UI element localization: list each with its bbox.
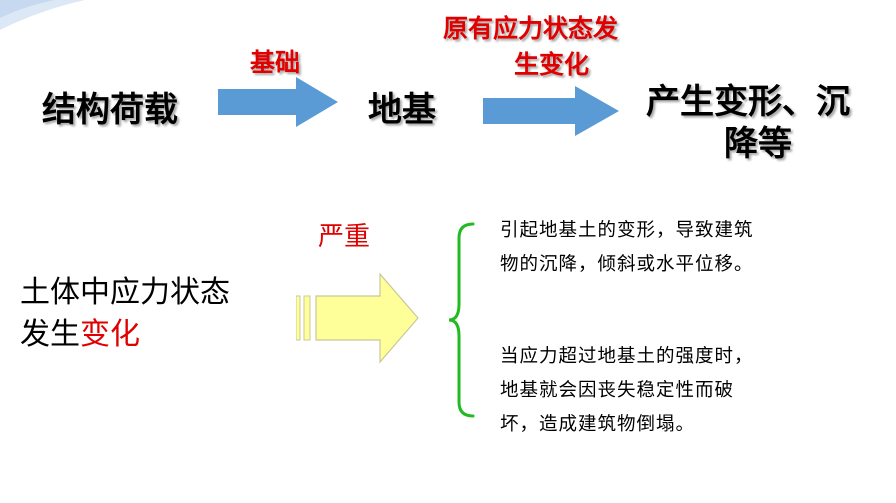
- node-deformation-line1: 产生变形、沉: [646, 82, 850, 122]
- severity-label: 严重: [318, 222, 371, 252]
- striped-arrow-right-icon: [296, 272, 419, 364]
- node-structural-load: 结构荷载: [42, 90, 178, 130]
- stress-change-line1: 土体中应力状态: [20, 275, 230, 310]
- stress-change-red: 变化: [80, 317, 140, 352]
- node-foundation-soil: 地基: [368, 90, 436, 130]
- arrow-right-icon: [218, 77, 338, 127]
- curly-brace-icon: [448, 222, 475, 418]
- arrow1-label: 基础: [250, 48, 301, 77]
- node-deformation-line2: 降等: [724, 124, 792, 164]
- result2-line2: 地基就会因丧失稳定性而破: [500, 380, 735, 401]
- stress-change-line2: 发生变化: [20, 314, 140, 356]
- arrow2-label-line1: 原有应力状态发: [443, 14, 619, 43]
- stress-change-plain: 发生: [20, 317, 80, 352]
- corner-decoration: [0, 0, 85, 30]
- result1-line2: 物的沉降，倾斜或水平位移。: [500, 254, 754, 275]
- result1-line1: 引起地基土的变形，导致建筑: [500, 220, 754, 241]
- arrow-right-icon: [483, 86, 619, 136]
- arrow2-label-line2: 生变化: [514, 50, 590, 79]
- result2-line1: 当应力超过地基土的强度时，: [500, 346, 754, 367]
- result2-line3: 坏，造成建筑物倒塌。: [500, 414, 696, 435]
